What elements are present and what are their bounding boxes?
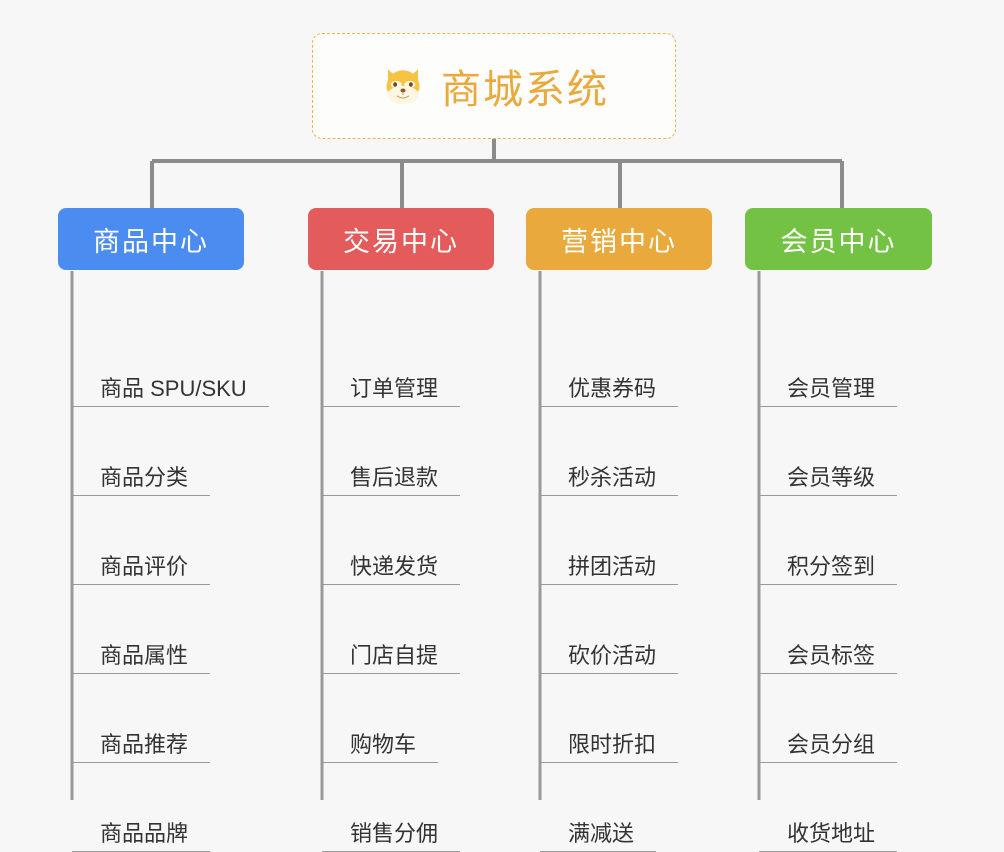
leaf-label: 收货地址 (787, 821, 876, 846)
leaf-label: 积分签到 (787, 554, 876, 579)
leaf-item[interactable]: 会员等级 (759, 450, 898, 496)
leaf-item[interactable]: 商品 SPU/SKU (72, 361, 269, 407)
leaf-label: 会员等级 (787, 465, 876, 490)
leaf-item[interactable]: 会员分组 (759, 717, 898, 763)
branch-商品中心: 商品中心 商品 SPU/SKU 商品分类 商品评价 商品属性 商品推荐 商品品牌 (58, 208, 269, 852)
branch-header-label-1: 交易中心 (343, 226, 459, 257)
leaf-label: 会员分组 (787, 732, 876, 757)
leaf-label: 商品品牌 (100, 821, 189, 846)
root-title: 商城系统 (441, 68, 609, 112)
leaf-label: 限时折扣 (568, 732, 657, 757)
leaf-label: 拼团活动 (568, 554, 657, 579)
leaf-label: 购物车 (350, 732, 417, 757)
leaf-item[interactable]: 订单管理 (322, 361, 461, 407)
leaf-label: 商品属性 (100, 643, 189, 668)
leaf-item[interactable]: 快递发货 (322, 539, 461, 585)
branch-header-0[interactable]: 商品中心 (58, 208, 244, 270)
shiba-dog-face-icon (379, 62, 427, 110)
leaf-item[interactable]: 商品品牌 (72, 806, 211, 852)
leaf-item[interactable]: 商品推荐 (72, 717, 211, 763)
leaf-label: 门店自提 (350, 643, 439, 668)
leaf-item[interactable]: 收货地址 (759, 806, 898, 852)
leaf-item[interactable]: 商品分类 (72, 450, 211, 496)
leaf-label: 砍价活动 (568, 643, 657, 668)
branch-营销中心: 营销中心 优惠券码 秒杀活动 拼团活动 砍价活动 限时折扣 满减送 (526, 208, 712, 852)
leaf-label: 商品推荐 (100, 732, 189, 757)
leaf-label: 商品分类 (100, 465, 189, 490)
leaf-item[interactable]: 购物车 (322, 717, 439, 763)
branch-header-label-0: 商品中心 (93, 226, 209, 257)
branch-header-3[interactable]: 会员中心 (745, 208, 932, 270)
leaf-item[interactable]: 秒杀活动 (540, 450, 679, 496)
leaf-label: 订单管理 (350, 376, 439, 401)
leaf-item[interactable]: 优惠券码 (540, 361, 679, 407)
leaf-label: 商品评价 (100, 554, 189, 579)
branch-会员中心: 会员中心 会员管理 会员等级 积分签到 会员标签 会员分组 收货地址 (745, 208, 932, 852)
leaf-item[interactable]: 商品属性 (72, 628, 211, 674)
branch-header-2[interactable]: 营销中心 (526, 208, 712, 270)
root-node[interactable]: 商城系统 (312, 33, 676, 139)
leaf-label: 快递发货 (350, 554, 439, 579)
leaf-item[interactable]: 满减送 (540, 806, 657, 852)
leaf-label: 会员标签 (787, 643, 876, 668)
leaf-item[interactable]: 会员管理 (759, 361, 898, 407)
leaf-item[interactable]: 销售分佣 (322, 806, 461, 852)
leaf-label: 满减送 (568, 821, 635, 846)
leaf-item[interactable]: 砍价活动 (540, 628, 679, 674)
leaf-label: 商品 SPU/SKU (100, 376, 247, 401)
leaf-item[interactable]: 拼团活动 (540, 539, 679, 585)
leaf-label: 秒杀活动 (568, 465, 657, 490)
leaf-item[interactable]: 商品评价 (72, 539, 211, 585)
leaf-label: 会员管理 (787, 376, 876, 401)
leaf-label: 售后退款 (350, 465, 439, 490)
leaf-label: 优惠券码 (568, 376, 657, 401)
leaf-item[interactable]: 积分签到 (759, 539, 898, 585)
branch-交易中心: 交易中心 订单管理 售后退款 快递发货 门店自提 购物车 销售分佣 (308, 208, 494, 852)
leaf-item[interactable]: 会员标签 (759, 628, 898, 674)
branch-header-label-3: 会员中心 (780, 226, 897, 257)
branch-header-1[interactable]: 交易中心 (308, 208, 494, 270)
leaf-item[interactable]: 限时折扣 (540, 717, 679, 763)
leaf-item[interactable]: 门店自提 (322, 628, 461, 674)
leaf-item[interactable]: 售后退款 (322, 450, 461, 496)
branch-header-label-2: 营销中心 (561, 226, 677, 257)
leaf-label: 销售分佣 (350, 821, 439, 846)
